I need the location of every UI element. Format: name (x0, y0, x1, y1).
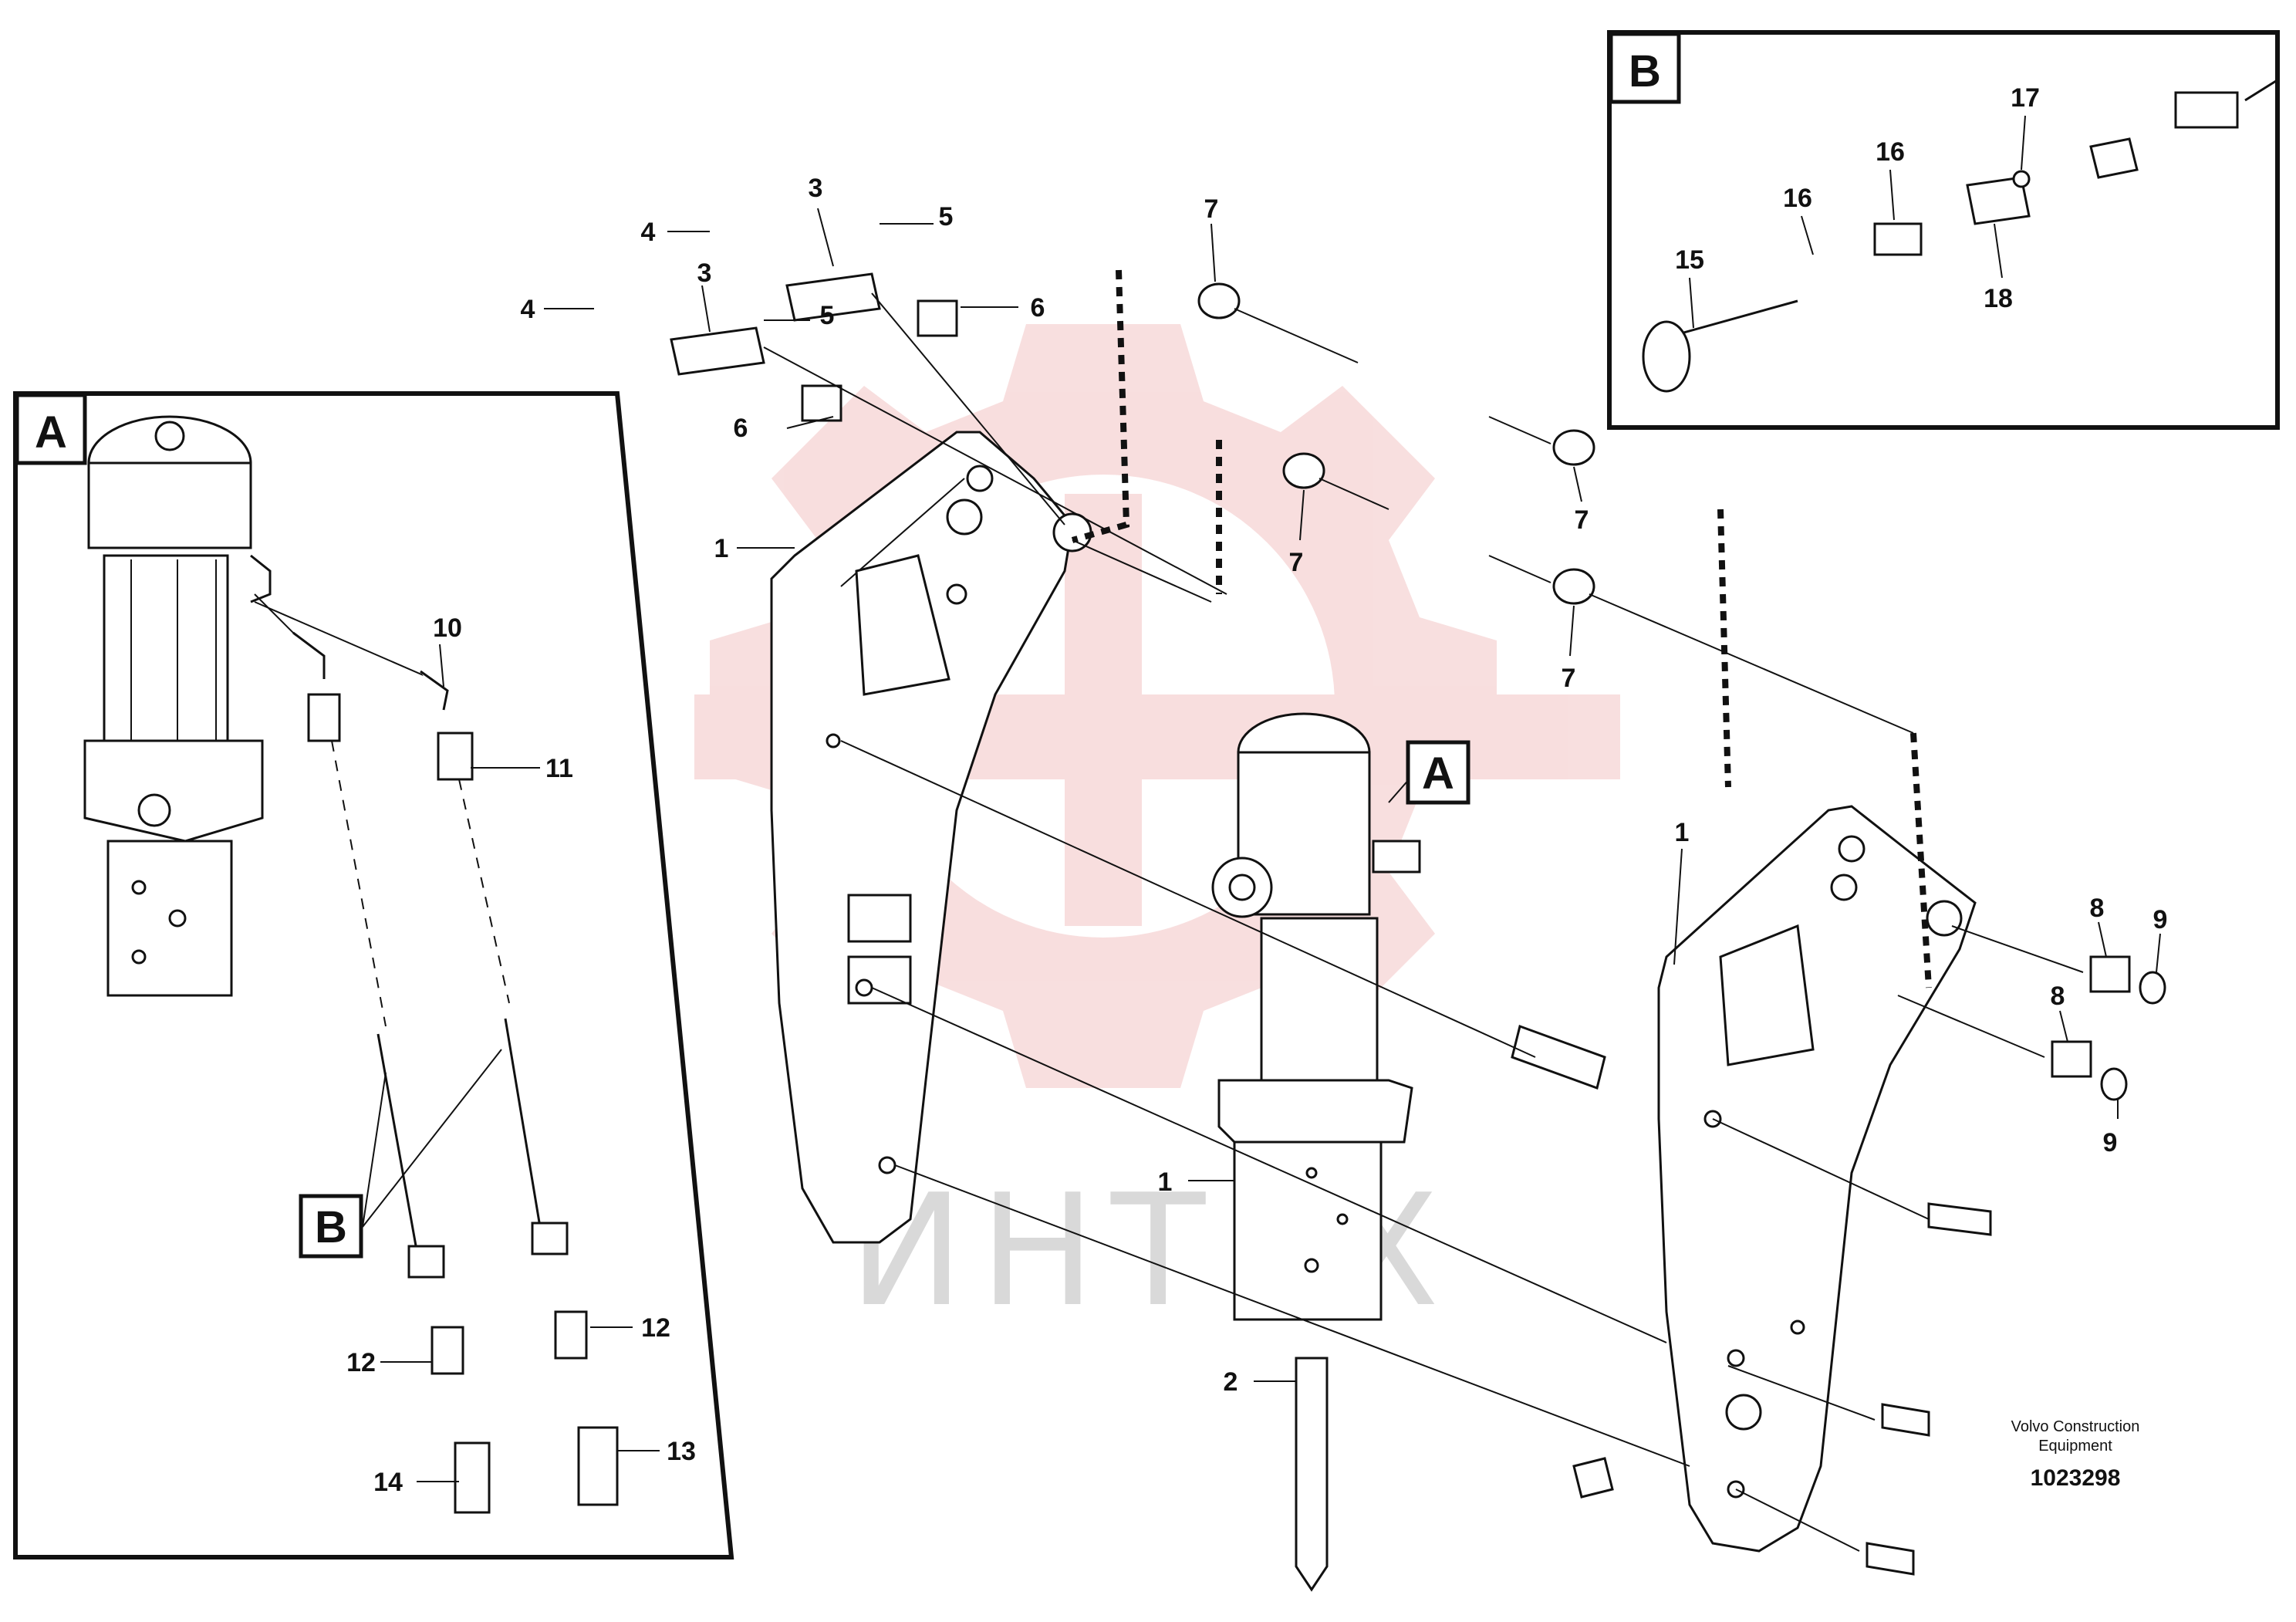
label-part-6-top: 6 (1031, 293, 1045, 323)
label-part-7-a: 7 (1204, 194, 1219, 224)
label-part-12-left: 12 (346, 1348, 376, 1377)
label-part-14: 14 (373, 1468, 403, 1497)
label-part-1-center: 1 (1158, 1168, 1173, 1197)
label-part-2: 2 (1224, 1367, 1238, 1397)
detail-b-letter: B (1629, 46, 1661, 96)
label-part-16-b: 16 (1876, 137, 1905, 167)
label-part-8-b: 8 (2051, 982, 2065, 1011)
hose-connections (254, 593, 619, 1514)
hydraulic-hammer (1211, 712, 1421, 1321)
part-labels: 1 1 1 2 3 3 4 4 5 5 6 6 7 7 7 7 8 8 9 9 … (346, 83, 2167, 1497)
detail-b-callout-letter: B (315, 1202, 347, 1252)
detail-a-frame: A (13, 391, 734, 1559)
label-part-16-a: 16 (1783, 184, 1812, 213)
label-part-10: 10 (433, 613, 462, 643)
detail-a-callout-letter: A (1422, 748, 1454, 799)
label-part-1-left: 1 (714, 534, 729, 563)
label-part-4-top: 4 (641, 218, 656, 247)
label-part-4-low: 4 (521, 295, 535, 324)
bracket-left (770, 431, 1092, 1244)
label-part-9-a: 9 (2153, 905, 2168, 934)
bracket-right (1657, 805, 1977, 1553)
label-part-11: 11 (545, 754, 573, 783)
label-part-13: 13 (667, 1437, 696, 1466)
boundary-dashes (1071, 269, 1932, 988)
detail-a-callout: A (1406, 740, 1470, 805)
maker-line-1: Volvo Construction (2011, 1418, 2140, 1435)
leader-lines (380, 115, 2161, 1482)
detail-b-callout-in-a: B (299, 1049, 502, 1259)
label-part-17: 17 (2011, 83, 2040, 113)
label-part-1-right: 1 (1675, 818, 1690, 847)
maker-line-2: Equipment (2038, 1438, 2112, 1455)
label-part-8-a: 8 (2090, 894, 2105, 923)
document-number: 1023298 (2031, 1465, 2121, 1491)
label-part-5-top: 5 (939, 202, 954, 231)
lock-pin-assembly (1642, 79, 2277, 393)
hammer-valve-assembly (83, 415, 272, 997)
label-part-7-d: 7 (1562, 664, 1576, 693)
label-part-3-low: 3 (697, 259, 712, 288)
label-part-3-top: 3 (809, 174, 823, 203)
detail-a-letter: A (35, 407, 67, 458)
label-part-15: 15 (1675, 245, 1704, 275)
label-part-12-right: 12 (641, 1313, 670, 1343)
pins-bushings (670, 272, 2166, 1576)
label-part-18: 18 (1984, 284, 2013, 313)
label-part-9-b: 9 (2103, 1128, 2118, 1157)
label-part-5-low: 5 (820, 301, 835, 330)
assembly-lines (763, 292, 2084, 1552)
detail-b-frame: B (1607, 30, 2280, 430)
label-part-7-b: 7 (1289, 548, 1304, 577)
label-part-7-c: 7 (1575, 505, 1589, 535)
maker-block: Volvo Construction Equipment 1023298 (2011, 1418, 2140, 1491)
chisel-tool (1295, 1357, 1329, 1592)
label-part-6-low: 6 (734, 414, 748, 443)
